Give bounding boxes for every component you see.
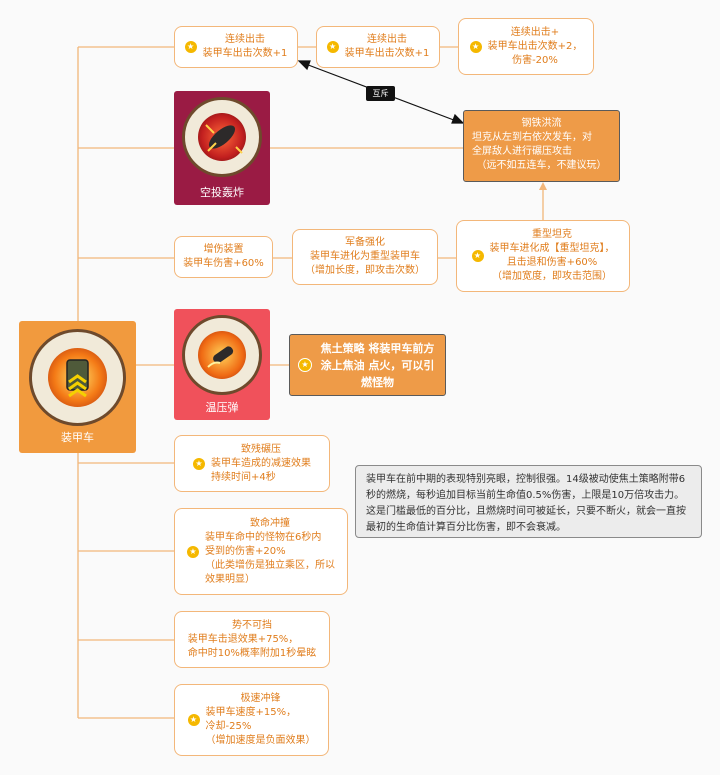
node-line: 装甲车伤害+60% bbox=[183, 258, 264, 269]
node-steel-flood[interactable]: 钢铁洪流 坦克从左到右依次发车，对 全屏敌人进行碾压攻击 （远不如五连车，不建议… bbox=[463, 110, 620, 182]
node-line: （远不如五连车，不建议玩） bbox=[476, 160, 607, 171]
node-title: 重型坦克 bbox=[532, 229, 572, 240]
gear-badge-icon bbox=[182, 315, 262, 395]
bomb-icon bbox=[198, 113, 246, 161]
node-line: 装甲车进化为重型装甲车 bbox=[310, 251, 420, 262]
node-line: 伤害-20% bbox=[512, 54, 558, 66]
shell-icon bbox=[198, 331, 246, 379]
note-box: 装甲车在前中期的表现特别亮眼，控制很强。14级被动使焦土策略附带6秒的燃烧，每秒… bbox=[355, 465, 702, 538]
node-military-upgrade[interactable]: 军备强化 装甲车进化为重型装甲车 （增加长度，即攻击次数） bbox=[292, 229, 438, 285]
node-line: （增加宽度，即攻击范围） bbox=[492, 271, 612, 282]
node-line: 装甲车速度+15%， bbox=[205, 707, 297, 718]
node-title: 军备强化 bbox=[345, 237, 385, 248]
node-heavy-tank[interactable]: ★ 重型坦克 装甲车进化成【重型坦克】， 且击退和伤害+60% （增加宽度，即攻… bbox=[456, 220, 630, 292]
star-icon: ★ bbox=[326, 41, 339, 53]
air-raid-label: 空投轰炸 bbox=[200, 186, 244, 199]
node-line: 且击退和伤害+60% bbox=[506, 257, 598, 268]
incendiary-card[interactable]: 温压弹 bbox=[174, 309, 270, 420]
node-speed-charge[interactable]: ★ 极速冲锋 装甲车速度+15%， 冷却-25% （增加速度是负面效果） bbox=[174, 684, 329, 756]
node-line: 冷却-25% bbox=[205, 721, 252, 732]
node-line: （此类增伤是独立乘区，所以 bbox=[205, 559, 335, 571]
star-icon: ★ bbox=[187, 545, 199, 558]
armored-car-gear-badge-icon bbox=[29, 329, 126, 426]
node-title: 致残碾压 bbox=[241, 443, 281, 455]
node-title: 增伤装置 bbox=[203, 244, 244, 255]
node-combo-1[interactable]: ★ 连续出击 装甲车出击次数+1 bbox=[174, 26, 298, 68]
node-line: 点火，可以引燃怪物 bbox=[361, 358, 435, 389]
star-icon: ★ bbox=[193, 457, 205, 470]
node-line: 装甲车命中的怪物在6秒内 bbox=[205, 531, 322, 543]
node-line: 持续时间+4秒 bbox=[211, 471, 276, 483]
star-icon: ★ bbox=[184, 41, 197, 53]
armored-car-icon bbox=[48, 348, 107, 407]
node-line: 装甲车出击次数+1 bbox=[202, 48, 288, 59]
node-title: 连续出击 bbox=[225, 34, 265, 45]
node-title: 连续出击 bbox=[367, 34, 407, 45]
gear-badge-icon bbox=[182, 97, 262, 177]
node-line: 坦克从左到右依次发车，对 bbox=[472, 132, 592, 143]
node-fatal-charge[interactable]: ★ 致命冲撞 装甲车命中的怪物在6秒内 受到的伤害+20% （此类增伤是独立乘区… bbox=[174, 508, 348, 595]
star-icon: ★ bbox=[471, 250, 484, 262]
star-icon: ★ bbox=[298, 358, 312, 372]
node-unstoppable[interactable]: 势不可挡 装甲车击退效果+75%， 命中时10%概率附加1秒晕眩 bbox=[174, 611, 330, 668]
node-title: 连续出击+ bbox=[510, 26, 560, 38]
node-line: 装甲车造成的减速效果 bbox=[211, 457, 311, 469]
node-combo-plus[interactable]: ★ 连续出击+ 装甲车出击次数+2， 伤害-20% bbox=[458, 18, 594, 75]
node-line: 全屏敌人进行碾压攻击 bbox=[472, 146, 572, 157]
node-line: 受到的伤害+20% bbox=[205, 545, 286, 557]
root-label: 装甲车 bbox=[61, 431, 94, 444]
incendiary-label: 温压弹 bbox=[205, 401, 239, 414]
node-line: 装甲车进化成【重型坦克】， bbox=[489, 243, 615, 254]
node-line: 装甲车击退效果+75%， bbox=[187, 633, 299, 645]
node-line: （增加长度，即攻击次数） bbox=[305, 265, 425, 276]
node-crush[interactable]: ★ 致残碾压 装甲车造成的减速效果 持续时间+4秒 bbox=[174, 435, 330, 492]
node-combo-2[interactable]: ★ 连续出击 装甲车出击次数+1 bbox=[316, 26, 440, 68]
node-line: 命中时10%概率附加1秒晕眩 bbox=[187, 647, 317, 659]
air-raid-card[interactable]: 空投轰炸 bbox=[174, 91, 270, 205]
node-line: 效果明显） bbox=[205, 573, 255, 585]
node-title: 钢铁洪流 bbox=[521, 118, 562, 129]
node-title: 势不可挡 bbox=[232, 619, 272, 631]
node-line: 装甲车出击次数+1 bbox=[344, 48, 430, 59]
star-icon: ★ bbox=[187, 714, 200, 726]
node-scorched-earth[interactable]: ★ 焦土策略 将装甲车前方涂上焦油 点火，可以引燃怪物 bbox=[289, 334, 446, 396]
node-line: （增加速度是负面效果） bbox=[205, 735, 316, 746]
node-title: 焦土策略 bbox=[320, 341, 365, 355]
node-line: 将装甲车前方涂上焦油 bbox=[320, 341, 435, 372]
star-icon: ★ bbox=[469, 40, 482, 53]
node-line: 装甲车出击次数+2， bbox=[487, 40, 583, 52]
root-node-armored-car[interactable]: 装甲车 bbox=[19, 321, 136, 453]
node-title: 极速冲锋 bbox=[240, 693, 281, 704]
mutex-tag: 互斥 bbox=[366, 86, 395, 101]
node-title: 致命冲撞 bbox=[250, 517, 290, 529]
node-damage-device[interactable]: 增伤装置 装甲车伤害+60% bbox=[174, 236, 273, 278]
